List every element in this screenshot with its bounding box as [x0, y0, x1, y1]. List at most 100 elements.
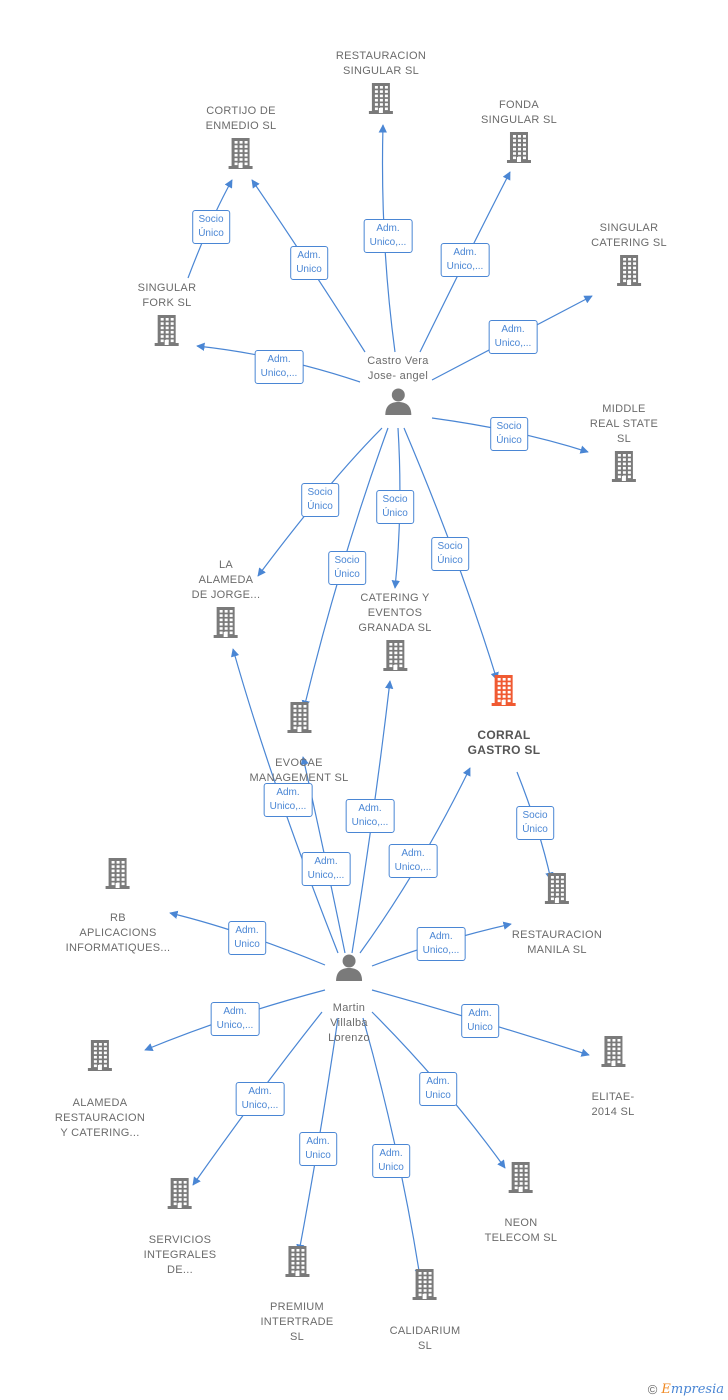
company-node-singcatering[interactable]: SINGULAR CATERING SL: [591, 221, 667, 287]
node-label-line: DE JORGE...: [191, 589, 261, 601]
node-label-line: CORTIJO DE: [206, 105, 276, 117]
node-label-line: CATERING SL: [591, 237, 667, 249]
edge-label-line: Adm.: [248, 1086, 272, 1097]
node-label-line: TELECOM SL: [484, 1232, 558, 1244]
edge-label-line: Socio: [307, 487, 333, 498]
building-icon: [504, 130, 534, 164]
edge-label-line: Socio: [437, 541, 463, 552]
edge-label[interactable]: Adm.Unico,...: [345, 799, 395, 833]
edge-label[interactable]: Adm.Unico,...: [210, 1002, 260, 1036]
node-label-line: EVOCAE: [275, 757, 323, 769]
edge-label[interactable]: Adm.Unico: [299, 1132, 337, 1166]
building-icon: [85, 1038, 115, 1072]
building-icon: [489, 673, 519, 707]
edge-label-line: Adm.: [314, 856, 338, 867]
building-icon: [366, 81, 396, 115]
edge-label[interactable]: Adm. Unico: [461, 1004, 499, 1038]
company-node-cortijo[interactable]: CORTIJO DE ENMEDIO SL: [206, 104, 277, 170]
edge-label[interactable]: Adm.Unico,...: [301, 852, 351, 886]
node-label-line: Castro Vera: [367, 355, 429, 367]
node-label-line: 2014 SL: [591, 1106, 635, 1118]
edge-label-line: Unico,...: [494, 338, 532, 349]
node-label-line: Villalba: [330, 1017, 368, 1029]
edge-label[interactable]: Adm.Unico: [290, 246, 328, 280]
building-icon: [598, 1034, 628, 1068]
node-label-line: INTERTRADE: [260, 1316, 334, 1328]
edge-label-line: Adm.: [468, 1008, 492, 1019]
node-label-line: ENMEDIO SL: [205, 120, 277, 132]
node-label-line: ELITAE-: [591, 1091, 635, 1103]
footer: © Empresia: [648, 1382, 724, 1397]
building-icon: [282, 1244, 312, 1278]
edge-label[interactable]: Adm.Unico,...: [416, 927, 466, 961]
edge-label-line: Socio: [334, 555, 360, 566]
edge-label[interactable]: Adm. Unico,...: [363, 219, 413, 253]
node-label-line: MANILA SL: [527, 944, 587, 956]
node-label-line: Jose- angel: [367, 370, 429, 382]
edge-label[interactable]: Adm.Unico,...: [440, 243, 490, 277]
brand-logo-initial: E: [661, 1382, 671, 1397]
edge-label[interactable]: Adm.Unico: [372, 1144, 410, 1178]
edge-label-line: Unico: [467, 1022, 493, 1033]
node-label-line: Martin: [332, 1002, 366, 1014]
node-label: CORTIJO DE ENMEDIO SL: [206, 104, 277, 134]
edge-label-line: Adm.: [235, 925, 259, 936]
node-label-line: RESTAURACION: [335, 50, 427, 62]
company-node-elitae[interactable]: ELITAE- 2014 SL: [591, 1034, 634, 1120]
edge-label[interactable]: Adm.Unico,...: [263, 783, 313, 817]
node-label-line: SINGULAR: [599, 222, 659, 234]
edge-label-line: Socio: [382, 494, 408, 505]
edge-label[interactable]: Adm.Unico: [419, 1072, 457, 1106]
edge-label-line: Único: [307, 501, 333, 512]
edge-label[interactable]: Adm.Unico,...: [388, 844, 438, 878]
brand-logo[interactable]: Empresia: [661, 1382, 724, 1397]
edge-label-line: Adm.: [376, 223, 400, 234]
edge-label-line: Unico,...: [260, 368, 298, 379]
edge-label-line: Unico: [305, 1150, 331, 1161]
edge-label-line: Adm.: [401, 848, 425, 859]
edge-label-line: Único: [496, 435, 522, 446]
edge-label[interactable]: Adm.Unico,...: [235, 1082, 285, 1116]
edge-label-line: Único: [382, 508, 408, 519]
edge-label[interactable]: Adm.Unico: [228, 921, 266, 955]
edge-label-line: Unico,...: [369, 237, 407, 248]
edge-label-line: Adm.: [379, 1148, 403, 1159]
edge-label[interactable]: Adm.Unico,...: [488, 320, 538, 354]
edge-label-line: Socio: [522, 810, 548, 821]
node-label-line: LA: [218, 559, 234, 571]
edge-label[interactable]: Adm.Unico,...: [254, 350, 304, 384]
